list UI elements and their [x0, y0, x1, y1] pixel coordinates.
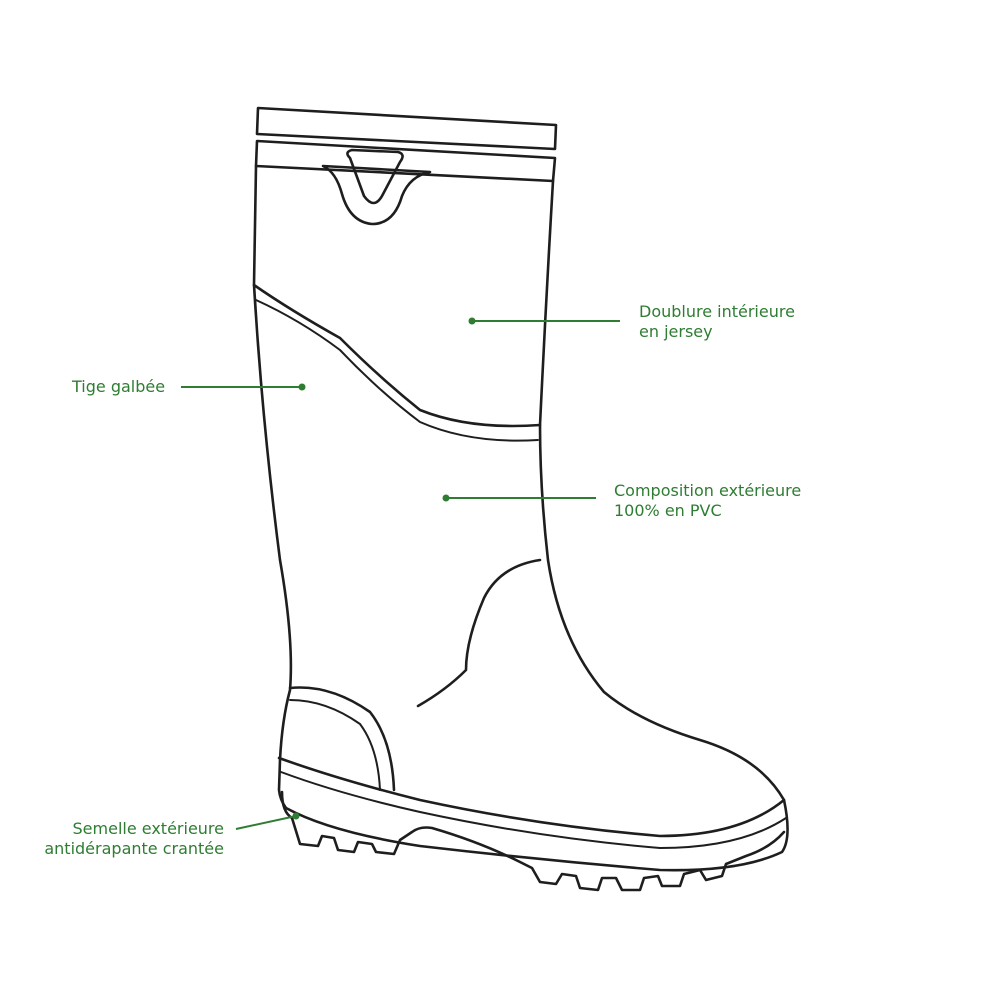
- sole-welt: [277, 756, 786, 838]
- pull-tab-hole: [346, 148, 404, 205]
- pull-tab: [321, 164, 432, 226]
- sole-welt-inner: [280, 771, 787, 849]
- leader-composition: [442, 494, 596, 502]
- label-sole: Semelle extérieure antidérapante crantée: [44, 819, 224, 859]
- label-sole-line1: Semelle extérieure: [72, 819, 224, 838]
- label-lining: Doublure intérieure en jersey: [639, 302, 795, 342]
- boot-outline: [252, 164, 789, 872]
- label-composition: Composition extérieure 100% en PVC: [614, 481, 801, 521]
- shaft-seam-inner: [255, 299, 539, 442]
- label-shaft-line1: Tige galbée: [72, 377, 166, 396]
- label-shaft: Tige galbée: [72, 377, 165, 397]
- label-lining-line2: en jersey: [639, 322, 713, 341]
- label-composition-line1: Composition extérieure: [614, 481, 802, 500]
- heel-counter: [288, 686, 396, 792]
- label-composition-line2: 100% en PVC: [614, 501, 722, 520]
- leader-lining: [468, 317, 620, 325]
- label-sole-line2: antidérapante crantée: [44, 839, 224, 858]
- label-lining-line1: Doublure intérieure: [639, 302, 795, 321]
- outsole: [280, 790, 786, 892]
- leader-shaft: [181, 383, 306, 391]
- collar-top-band: [255, 106, 558, 151]
- front-panel-seam: [416, 558, 542, 708]
- shaft-seam: [252, 283, 542, 428]
- leader-sole: [235, 812, 300, 830]
- heel-counter-inner: [289, 699, 381, 791]
